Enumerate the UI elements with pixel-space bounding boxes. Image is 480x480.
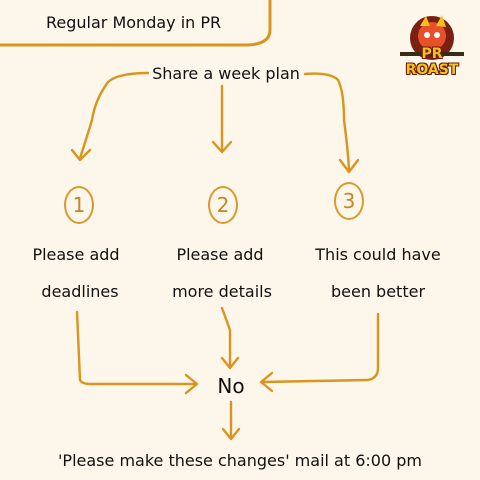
logo-emblem-icon <box>400 15 464 60</box>
arrowhead-3 <box>338 158 360 174</box>
step-3-line2: been better <box>330 282 426 301</box>
page-title: Regular Monday in PR <box>46 13 222 32</box>
arrow-3-to-no <box>260 312 380 384</box>
step-2-line2: more details <box>172 282 272 301</box>
decision-node: No <box>217 374 245 398</box>
arrow-start-to-3 <box>303 72 351 172</box>
arrowhead-no-left <box>184 373 199 395</box>
arrowhead-1 <box>70 148 92 162</box>
step-2-line1: Please add <box>176 245 264 264</box>
arrowhead-result <box>221 427 241 441</box>
step-1-line2: deadlines <box>41 282 119 301</box>
step-1-line1: Please add <box>32 245 120 264</box>
step-1-number: 1 <box>64 186 94 224</box>
pr-roast-logo: PR ROAST <box>396 10 468 78</box>
step-2-number: 2 <box>208 186 238 224</box>
arrowhead-no-right <box>259 371 274 393</box>
arrow-start-to-1 <box>78 71 150 160</box>
arrow-2-to-no <box>220 306 232 370</box>
header-box-outline <box>0 0 272 47</box>
arrowhead-no-top <box>220 356 240 370</box>
logo-text: PR ROAST <box>405 46 459 78</box>
start-node: Share a week plan <box>152 64 300 83</box>
step-3-line1: This could have <box>315 245 441 264</box>
step-3-number: 3 <box>334 182 364 220</box>
arrow-1-to-no <box>75 310 198 386</box>
arrowhead-2 <box>211 140 233 154</box>
result-node: 'Please make these changes' mail at 6:00… <box>58 451 422 470</box>
